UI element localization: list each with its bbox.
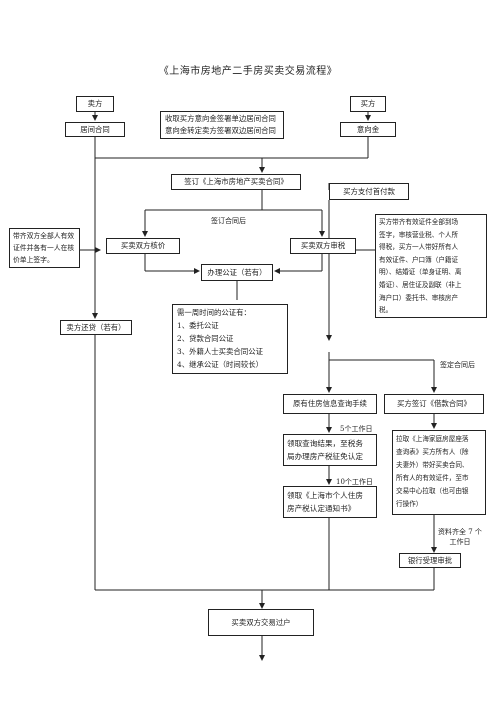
query-result-box: 领取查询结果，至税务 局办理房产税征免认定 xyxy=(283,434,377,466)
bank-approval-box: 银行受理审批 xyxy=(399,553,461,568)
notary-box: 办理公证（若有） xyxy=(201,264,273,281)
intermediary-contract-box: 居间合同 xyxy=(65,122,125,137)
page-title: 《上海市房地产二手房买卖交易流程》 xyxy=(158,66,338,77)
note-line: 夫妻外）带好买卖合同、 xyxy=(396,461,469,469)
five-days-label: 5个工作日 xyxy=(340,425,373,433)
both-parties-note: 带齐双方全部人有效 证件并各有一人在核 价单上签字。 xyxy=(9,228,80,268)
price-check-box: 买卖双方核价 xyxy=(106,238,180,254)
pickup-note-box: 拉取《上海家庭房屋座落 查询表》买方所有人（除 夫妻外）带好买卖合同、 所有人的… xyxy=(392,430,486,515)
note-line: 签字，审核营业税、个人所 xyxy=(379,230,459,239)
deposit-box: 意向金 xyxy=(340,122,396,137)
note-line: 买方带齐有效证件全部到场 xyxy=(379,218,459,226)
tax-certificate-line: 房产税认定通知书》 xyxy=(287,504,356,513)
note-line: 得税，买方一人带好所有人 xyxy=(379,243,459,252)
note-line: 税。 xyxy=(379,306,393,315)
after-signing-label: 签订合同后 xyxy=(211,217,246,225)
seven-days-line: 工作日 xyxy=(449,538,471,546)
tax-certificate-box: 领取《上海市个人住房 房产税认定通知书》 xyxy=(283,486,377,518)
query-result-line: 领取查询结果，至税务 xyxy=(287,439,363,448)
notary-type-line: 2、贷款合同公证 xyxy=(177,334,234,343)
note-line: 海户口）委托书、审核房产 xyxy=(379,293,459,302)
tax-certificate-line: 领取《上海市个人住房 xyxy=(287,491,363,500)
deposit-note-line: 收取买方意向金签署单边居间合同 xyxy=(165,114,276,123)
repay-loan-box: 卖方还贷（若有） xyxy=(60,320,132,335)
seven-days-label: 资料齐全 7 个 工作日 xyxy=(438,527,482,547)
note-line: 所有人的有效证件，至市 xyxy=(396,474,469,482)
note-line: 查询表》买方所有人（除 xyxy=(396,448,469,456)
note-line: 交易中心拉取（也可由银 xyxy=(396,487,469,495)
seven-days-line: 资料齐全 7 个 xyxy=(438,528,482,536)
buyer-box: 买方 xyxy=(350,96,386,112)
note-line: 带齐双方全部人有效 xyxy=(13,232,75,240)
deposit-notes-box: 收取买方意向金签署单边居间合同 意向金转定卖方签署双边居间合同 xyxy=(160,111,284,139)
notary-type-line: 1、委托公证 xyxy=(177,321,219,330)
transfer-box: 买卖双方交易过户 xyxy=(208,609,314,636)
tax-review-box: 买卖双方审税 xyxy=(290,238,356,254)
ten-days-label: 10个工作日 xyxy=(336,478,373,486)
deposit-note-line: 意向金转定卖方签署双边居间合同 xyxy=(165,126,276,135)
first-payment-box: 买方支付首付款 xyxy=(329,183,409,200)
notary-types-box: 需一周时间的公证有： 1、委托公证 2、贷款合同公证 3、外籍人士买卖合同公证 … xyxy=(172,304,288,374)
notary-type-line: 3、外籍人士买卖合同公证 xyxy=(177,347,264,356)
sign-contract-box: 签订《上海市房地产买卖合同》 xyxy=(171,174,301,190)
note-line: 婚证）、居住证及副联（非上 xyxy=(379,280,462,289)
note-line: 行操作） xyxy=(396,500,423,508)
notary-type-line: 需一周时间的公证有： xyxy=(177,308,251,317)
note-line: 拉取《上海家庭房屋座落 xyxy=(396,435,469,443)
notary-type-line: 4、继承公证（时间较长） xyxy=(177,360,264,369)
note-line: 证件并各有一人在核 xyxy=(13,244,75,252)
note-line: 价单上签字。 xyxy=(13,256,54,264)
loan-contract-box: 买方签订《借款合同》 xyxy=(384,394,484,414)
housing-query-box: 原有住房信息查询手续 xyxy=(283,394,377,414)
after-loan-contract-label: 签定合同后 xyxy=(440,361,475,369)
note-line: 明）、结婚证（单身证明、离 xyxy=(379,268,462,277)
query-result-line: 局办理房产税征免认定 xyxy=(287,452,363,461)
note-line: 有效证件、户口簿（户籍证 xyxy=(379,255,459,264)
seller-box: 卖方 xyxy=(76,96,114,112)
buyer-documents-note: 买方带齐有效证件全部到场 签字，审核营业税、个人所 得税，买方一人带好所有人 有… xyxy=(375,214,487,318)
